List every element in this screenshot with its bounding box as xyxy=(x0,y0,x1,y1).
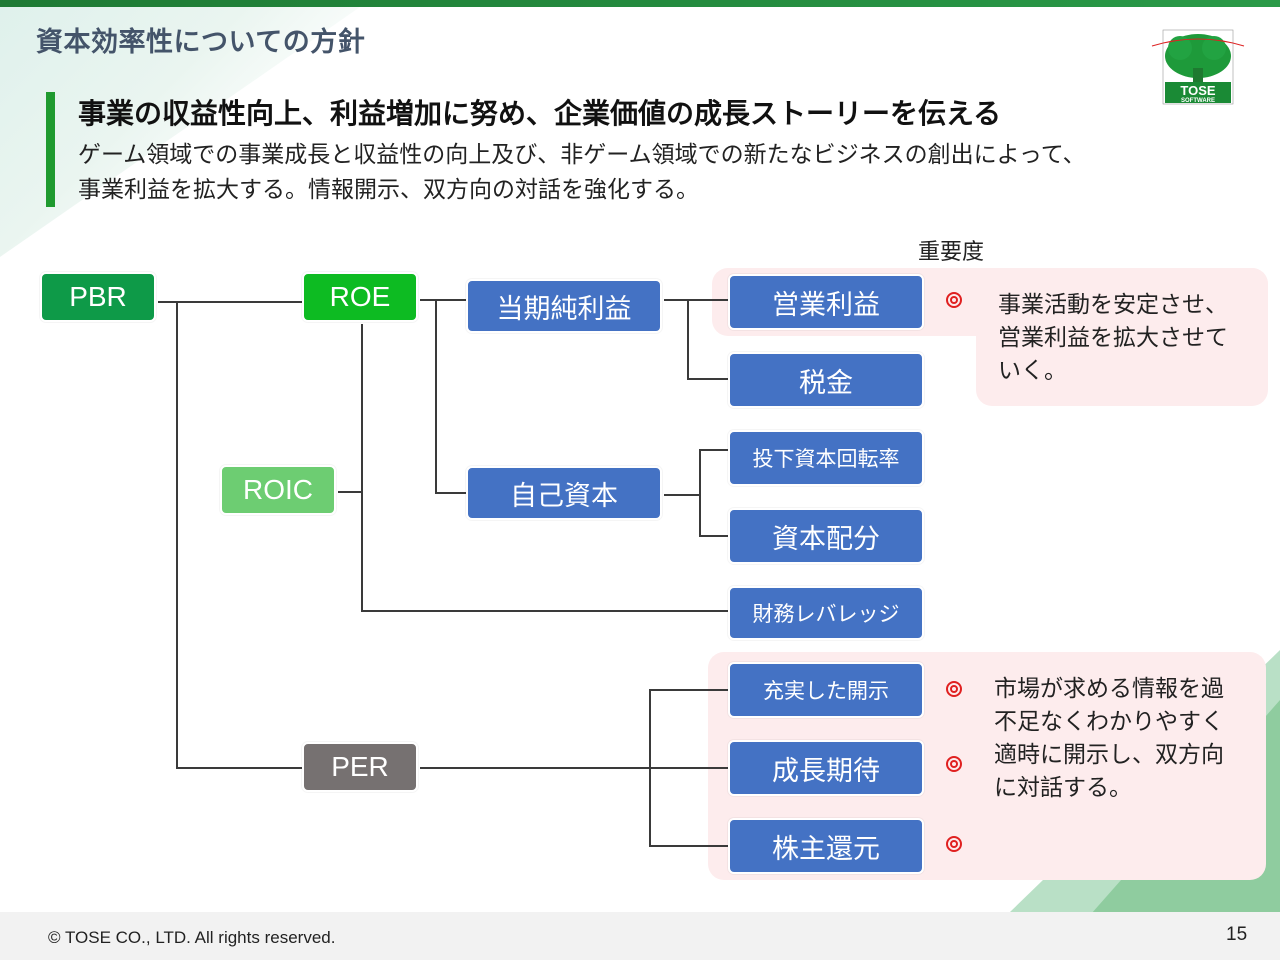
connector-per-disclosure xyxy=(649,689,730,691)
connector-roe-vertical xyxy=(435,299,437,493)
node-growth-expectation[interactable]: 成長期待 xyxy=(728,740,924,796)
connector-equity xyxy=(664,494,700,496)
tose-logo: TOSE SOFTWARE xyxy=(1150,28,1246,106)
connector-pbr-per xyxy=(176,767,304,769)
node-equity[interactable]: 自己資本 xyxy=(466,466,662,520)
panel-text-line: 事業活動を安定させ、 xyxy=(998,291,1228,317)
connector-pbr-roe xyxy=(158,301,304,303)
connector-netincome-op xyxy=(664,299,730,301)
node-capital-allocation[interactable]: 資本配分 xyxy=(728,508,924,564)
connector-pbr-vertical xyxy=(176,301,178,768)
subtext: ゲーム領域での事業成長と収益性の向上及び、非ゲーム領域での新たなビジネスの創出に… xyxy=(78,137,1258,207)
connector-equity-vertical xyxy=(699,449,701,536)
tree-logo-icon: TOSE SOFTWARE xyxy=(1151,29,1245,105)
importance-double-circle-icon xyxy=(946,292,962,308)
headline-accent-bar xyxy=(46,92,55,207)
panel-text-line: いく。 xyxy=(998,357,1067,383)
node-tax[interactable]: 税金 xyxy=(728,352,924,408)
connector-equity-allocation xyxy=(699,535,730,537)
node-net-income[interactable]: 当期純利益 xyxy=(466,279,662,333)
connector-netincome-vertical xyxy=(687,299,689,379)
logo-text: TOSE xyxy=(1180,83,1215,98)
importance-label: 重要度 xyxy=(918,239,985,264)
connector-leverage xyxy=(361,610,730,612)
panel-text-line: 営業利益を拡大させて xyxy=(998,324,1228,350)
logo-subtext: SOFTWARE xyxy=(1181,98,1215,104)
subtext-line: 事業利益を拡大する。情報開示、双方向の対話を強化する。 xyxy=(78,176,699,202)
connector-per-return xyxy=(649,845,730,847)
connector-roe-netincome xyxy=(420,299,468,301)
node-per[interactable]: PER xyxy=(302,742,418,792)
page-title: 資本効率性についての方針 xyxy=(36,27,366,57)
connector-roic-vertical xyxy=(361,324,363,612)
node-operating-profit[interactable]: 営業利益 xyxy=(728,274,924,330)
node-roe[interactable]: ROE xyxy=(302,272,418,322)
connector-per-vertical xyxy=(649,689,651,846)
importance-double-circle-icon xyxy=(946,836,962,852)
profit-panel xyxy=(976,268,1268,406)
footer xyxy=(0,912,1280,960)
page-number: 15 xyxy=(1226,924,1248,945)
panel-text-line: 不足なくわかりやすく xyxy=(994,708,1224,734)
copyright: © TOSE CO., LTD. All rights reserved. xyxy=(48,928,336,947)
connector-per xyxy=(420,767,730,769)
connector-roic xyxy=(338,491,362,493)
top-accent-bar xyxy=(0,0,1280,7)
node-shareholder-return[interactable]: 株主還元 xyxy=(728,818,924,874)
connector-equity-turnover xyxy=(699,449,730,451)
panel-text-line: に対話する。 xyxy=(994,774,1132,800)
node-roic[interactable]: ROIC xyxy=(220,465,336,515)
node-pbr[interactable]: PBR xyxy=(40,272,156,322)
node-disclosure[interactable]: 充実した開示 xyxy=(728,662,924,718)
panel-text-line: 適時に開示し、双方向 xyxy=(994,741,1224,767)
per-panel-text: 市場が求める情報を過 不足なくわかりやすく 適時に開示し、双方向 に対話する。 xyxy=(994,672,1224,804)
headline: 事業の収益性向上、利益増加に努め、企業価値の成長ストーリーを伝える xyxy=(78,98,1002,129)
importance-double-circle-icon xyxy=(946,756,962,772)
connector-netincome-tax xyxy=(687,378,730,380)
importance-double-circle-icon xyxy=(946,681,962,697)
panel-text-line: 市場が求める情報を過 xyxy=(994,675,1224,701)
profit-panel-text: 事業活動を安定させ、 営業利益を拡大させて いく。 xyxy=(998,288,1228,387)
connector-roe-equity xyxy=(435,492,468,494)
subtext-line: ゲーム領域での事業成長と収益性の向上及び、非ゲーム領域での新たなビジネスの創出に… xyxy=(78,141,1086,167)
node-financial-leverage[interactable]: 財務レバレッジ xyxy=(728,586,924,640)
node-invested-capital-turnover[interactable]: 投下資本回転率 xyxy=(728,430,924,486)
